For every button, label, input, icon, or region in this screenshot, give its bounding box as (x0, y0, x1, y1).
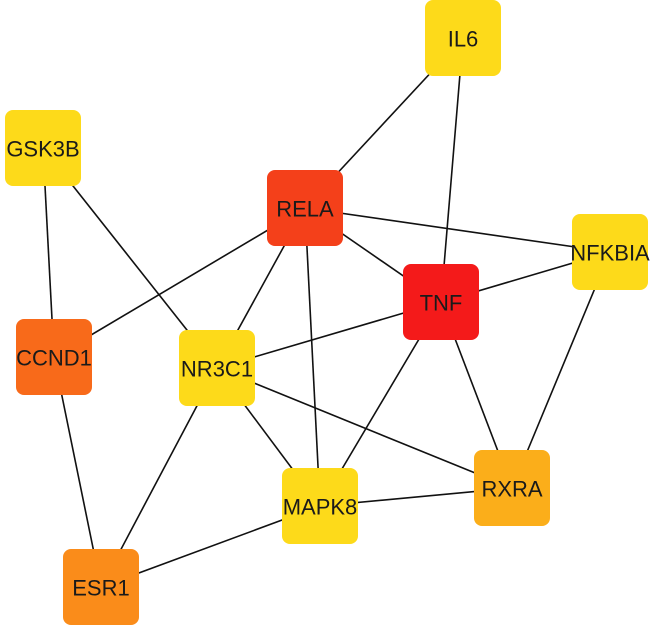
node-esr1[interactable]: ESR1 (63, 549, 139, 625)
node-box (63, 549, 139, 625)
node-box (403, 264, 479, 340)
node-label: MAPK8 (283, 495, 358, 520)
node-label: TNF (420, 291, 463, 316)
node-box (572, 214, 648, 290)
node-box (267, 170, 343, 246)
edge-rela-nfkbia (304, 207, 611, 253)
node-nfkbia[interactable]: NFKBIA (570, 214, 650, 290)
node-box (179, 330, 255, 406)
edge-il6-tnf (440, 37, 464, 303)
node-label: RELA (276, 197, 334, 222)
node-label: NFKBIA (570, 241, 650, 266)
edge-rela-mapk8 (304, 207, 321, 507)
node-box (474, 450, 550, 526)
node-box (282, 468, 358, 544)
node-label: NR3C1 (181, 357, 253, 382)
node-box (5, 110, 81, 186)
node-nr3c1[interactable]: NR3C1 (179, 330, 255, 406)
node-label: CCND1 (16, 346, 92, 371)
node-box (425, 0, 501, 76)
node-box (16, 319, 92, 395)
node-rxra[interactable]: RXRA (474, 450, 550, 526)
edge-ccnd1-esr1 (53, 356, 102, 588)
node-gsk3b[interactable]: GSK3B (5, 110, 81, 186)
node-il6[interactable]: IL6 (425, 0, 501, 76)
node-rela[interactable]: RELA (267, 170, 343, 246)
node-label: GSK3B (6, 137, 79, 162)
node-ccnd1[interactable]: CCND1 (16, 319, 92, 395)
node-mapk8[interactable]: MAPK8 (282, 468, 358, 544)
node-label: IL6 (448, 27, 479, 52)
edge-nr3c1-rxra (216, 367, 513, 489)
edge-nfkbia-rxra (511, 251, 611, 489)
node-label: ESR1 (72, 576, 129, 601)
edge-rela-ccnd1 (53, 207, 306, 358)
node-tnf[interactable]: TNF (403, 264, 479, 340)
node-label: RXRA (481, 477, 542, 502)
